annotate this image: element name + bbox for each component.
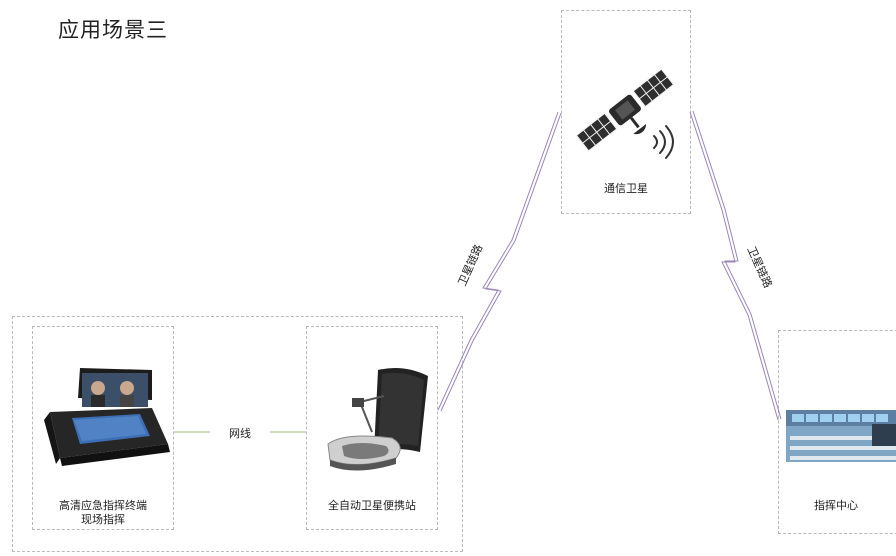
- satellite-link-right: [689, 110, 782, 421]
- satellite-link-left: [437, 111, 562, 412]
- station-node[interactable]: [306, 326, 438, 530]
- satellite-label: 通信卫星: [604, 182, 648, 195]
- command-center-room-icon: [786, 410, 896, 462]
- station-label: 全自动卫星便携站: [328, 499, 416, 512]
- command-center-label: 指挥中心: [814, 499, 858, 512]
- page-title: 应用场景三: [58, 18, 168, 42]
- command-center-node[interactable]: [778, 330, 896, 534]
- terminal-node[interactable]: [32, 326, 174, 530]
- terminal-label-line1: 高清应急指挥终端: [59, 499, 147, 512]
- portable-satellite-antenna-icon: [327, 368, 428, 471]
- signal-waves: [653, 125, 674, 159]
- terminal-label-line2: 现场指挥: [81, 513, 125, 526]
- satellite-icon: [575, 67, 675, 153]
- cable-label: 网线: [210, 425, 270, 441]
- field-site-group: [12, 316, 463, 552]
- rugged-laptop-terminal-icon: [44, 368, 170, 466]
